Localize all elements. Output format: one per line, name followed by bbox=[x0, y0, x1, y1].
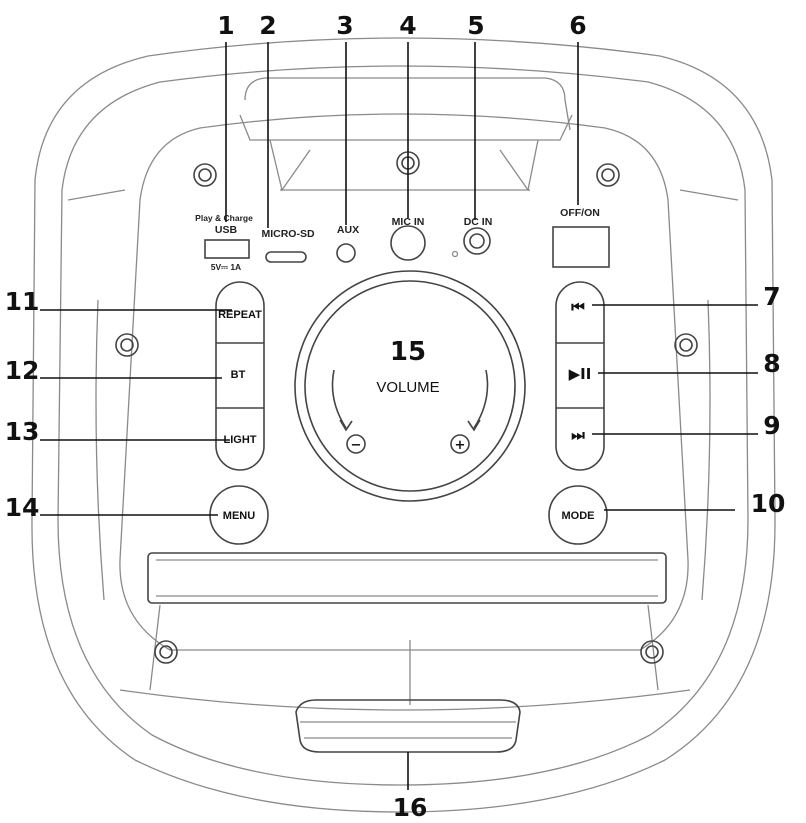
callout-10: 10 bbox=[751, 489, 786, 518]
volume-label: VOLUME bbox=[376, 379, 439, 396]
callout-11: 11 bbox=[5, 287, 40, 316]
repeat-button[interactable]: REPEAT bbox=[218, 309, 262, 321]
callout-8: 8 bbox=[763, 349, 780, 378]
callout-15: 15 bbox=[390, 337, 426, 367]
previous-icon[interactable]: ⏮ bbox=[571, 298, 585, 316]
volume-up-icon[interactable]: + bbox=[450, 434, 470, 454]
light-button[interactable]: LIGHT bbox=[224, 434, 257, 446]
micro-sd-label: MICRO-SD bbox=[261, 228, 314, 240]
left-button-strip: REPEAT BT LIGHT bbox=[215, 281, 265, 471]
mode-button[interactable]: MODE bbox=[548, 485, 608, 545]
callout-2: 2 bbox=[259, 11, 276, 40]
usb-port: Play & Charge USB 5V⎓ 1A bbox=[195, 213, 253, 272]
leader-lines bbox=[40, 42, 758, 790]
svg-text:−: − bbox=[351, 438, 362, 453]
micro-sd-slot: MICRO-SD bbox=[261, 228, 315, 263]
screw-icon bbox=[193, 163, 217, 187]
callout-13: 13 bbox=[5, 417, 40, 446]
svg-text:+: + bbox=[455, 438, 466, 453]
usb-rating-label: 5V⎓ 1A bbox=[211, 262, 241, 272]
callout-9: 9 bbox=[763, 411, 780, 440]
off-on-label: OFF/ON bbox=[560, 207, 600, 219]
callout-7: 7 bbox=[763, 282, 780, 311]
screw-icon bbox=[640, 640, 664, 664]
screw-icon bbox=[596, 163, 620, 187]
aux-label: AUX bbox=[337, 224, 359, 236]
callout-1: 1 bbox=[217, 11, 234, 40]
screw-icon bbox=[154, 640, 178, 664]
callout-12: 12 bbox=[5, 356, 40, 385]
menu-button[interactable]: MENU bbox=[209, 485, 269, 545]
mode-label: MODE bbox=[562, 510, 595, 522]
dc-in-port: DC IN bbox=[451, 216, 493, 258]
mic-in-label: MIC IN bbox=[392, 216, 425, 228]
callout-6: 6 bbox=[569, 11, 586, 40]
power-switch[interactable]: OFF/ON bbox=[552, 207, 610, 268]
callout-5: 5 bbox=[467, 11, 484, 40]
speaker-body-outline bbox=[31, 37, 776, 813]
play-pause-icon[interactable]: ▶II bbox=[569, 365, 592, 383]
volume-down-icon[interactable]: − bbox=[346, 434, 366, 454]
callout-16: 16 bbox=[393, 793, 428, 822]
callout-14: 14 bbox=[5, 493, 40, 522]
bt-button[interactable]: BT bbox=[231, 369, 246, 381]
callout-4: 4 bbox=[399, 11, 416, 40]
mic-in-port: MIC IN bbox=[390, 216, 426, 261]
volume-knob[interactable]: 15 VOLUME − + bbox=[294, 270, 526, 502]
right-button-strip: ⏮ ▶II ⏭ bbox=[555, 281, 605, 471]
menu-label: MENU bbox=[223, 510, 255, 522]
screw-icons bbox=[115, 151, 698, 664]
next-icon[interactable]: ⏭ bbox=[571, 426, 585, 444]
aux-port: AUX bbox=[336, 224, 359, 263]
screw-icon bbox=[674, 333, 698, 357]
callout-numbers: 1 2 3 4 5 6 7 8 9 10 11 12 13 14 16 bbox=[5, 11, 786, 822]
screw-icon bbox=[115, 333, 139, 357]
dc-in-label: DC IN bbox=[464, 216, 493, 228]
usb-top-label: Play & Charge bbox=[195, 213, 253, 223]
callout-3: 3 bbox=[336, 11, 353, 40]
usb-label: USB bbox=[215, 224, 238, 236]
